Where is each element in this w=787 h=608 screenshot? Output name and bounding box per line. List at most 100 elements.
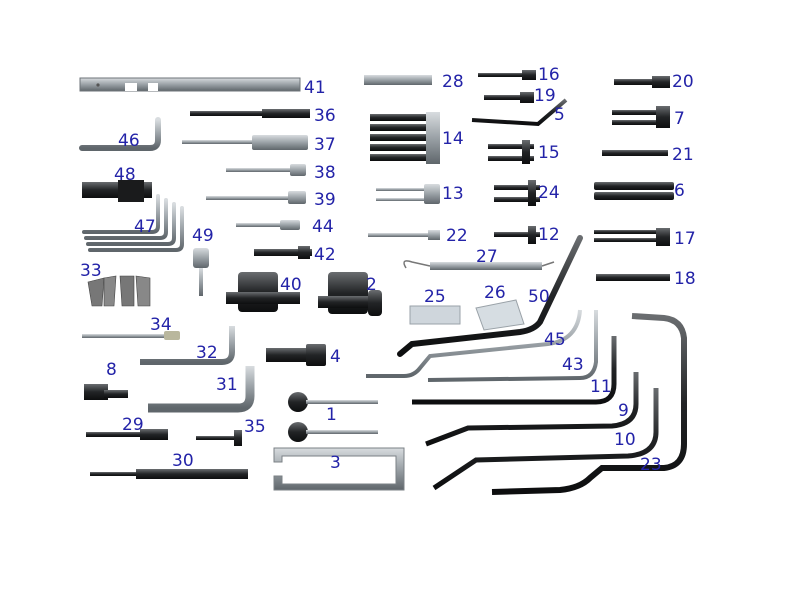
tool-31-l-bar — [148, 366, 255, 413]
label-9: 9 — [618, 401, 629, 421]
tool-10-bent-bar — [432, 388, 659, 491]
label-29: 29 — [122, 415, 144, 435]
label-27: 27 — [476, 247, 498, 267]
tool-13-pins — [376, 184, 440, 204]
label-43: 43 — [562, 355, 584, 375]
label-20: 20 — [672, 72, 694, 92]
tool-39-pin — [206, 191, 306, 204]
tool-12-pin — [494, 226, 540, 244]
tool-28-pin — [364, 75, 432, 85]
label-49: 49 — [192, 226, 214, 246]
tool-37-pin — [182, 135, 308, 150]
tool-15-pins — [488, 140, 534, 164]
label-36: 36 — [314, 106, 336, 126]
tool-43-bent-rod — [427, 310, 598, 382]
label-25: 25 — [424, 287, 446, 307]
tool-24-pins — [494, 180, 540, 206]
tool-21-pin — [602, 150, 668, 156]
tool-38-pin — [226, 164, 306, 176]
label-1: 1 — [326, 405, 337, 425]
tool-7-pins — [612, 106, 670, 128]
label-11: 11 — [590, 377, 612, 397]
tool-8-adapter — [84, 384, 128, 400]
tool-46-hex-key — [79, 117, 161, 151]
tool-30-punch — [90, 469, 248, 479]
tool-20-pin — [614, 76, 670, 88]
tool-49-gauge — [193, 248, 209, 296]
label-44: 44 — [312, 217, 334, 237]
label-10: 10 — [614, 430, 636, 450]
label-46: 46 — [118, 131, 140, 151]
part-labels: 41 36 37 46 38 48 39 47 44 49 42 33 40 2… — [80, 65, 696, 475]
tool-23-bent-bar — [491, 313, 687, 495]
label-5: 5 — [554, 105, 565, 125]
tool-40-cam-lock — [226, 272, 300, 312]
tool-5-bent-pin — [471, 98, 568, 127]
tool-26-plate — [475, 299, 525, 331]
label-26: 26 — [484, 283, 506, 303]
tool-44-pin — [236, 220, 300, 230]
tool-11-bent-bar — [412, 336, 617, 405]
label-38: 38 — [314, 163, 336, 183]
tool-42-pin — [254, 246, 312, 259]
tool-17-pins — [594, 228, 670, 246]
label-47: 47 — [134, 217, 156, 237]
tool-47-hex-key-set — [82, 194, 184, 252]
label-34: 34 — [150, 315, 172, 335]
label-21: 21 — [672, 145, 694, 165]
label-39: 39 — [314, 190, 336, 210]
label-31: 31 — [216, 375, 238, 395]
tool-3-bracket — [273, 447, 405, 491]
label-48: 48 — [114, 165, 136, 185]
label-22: 22 — [446, 226, 468, 246]
label-30: 30 — [172, 451, 194, 471]
label-18: 18 — [674, 269, 696, 289]
label-24: 24 — [538, 183, 560, 203]
tool-16-pin — [478, 70, 536, 80]
tool-45-bent-rod — [366, 309, 582, 378]
label-8: 8 — [106, 360, 117, 380]
label-42: 42 — [314, 245, 336, 265]
label-37: 37 — [314, 135, 336, 155]
tool-33-feeler-set — [87, 275, 151, 307]
label-17: 17 — [674, 229, 696, 249]
label-4: 4 — [330, 347, 341, 367]
tool-19-pin — [484, 92, 534, 103]
tool-6-sleeves — [594, 182, 674, 200]
tool-18-pin — [596, 274, 670, 281]
label-28: 28 — [442, 72, 464, 92]
tool-27-spring — [403, 260, 555, 270]
label-3: 3 — [330, 453, 341, 473]
label-7: 7 — [674, 109, 685, 129]
label-23: 23 — [640, 455, 662, 475]
tool-1-knob-pins — [288, 392, 378, 442]
label-13: 13 — [442, 184, 464, 204]
tool-25-plate — [409, 305, 461, 325]
label-33: 33 — [80, 261, 102, 281]
tool-29-pin — [86, 429, 168, 440]
label-2: 2 — [366, 275, 377, 295]
tool-50-bent-bar — [397, 235, 583, 357]
label-32: 32 — [196, 343, 218, 363]
tool-35-pin — [196, 430, 242, 446]
tool-22-pin — [368, 230, 440, 240]
label-14: 14 — [442, 129, 464, 149]
tool-9-bent-bar — [425, 372, 639, 447]
label-35: 35 — [244, 417, 266, 437]
label-50: 50 — [528, 287, 550, 307]
label-6: 6 — [674, 181, 685, 201]
tool-32-l-bar — [140, 326, 235, 365]
label-40: 40 — [280, 275, 302, 295]
tool-36-pin — [190, 109, 310, 118]
label-12: 12 — [538, 225, 560, 245]
label-45: 45 — [544, 330, 566, 350]
tool-48-holder — [82, 180, 152, 202]
label-41: 41 — [304, 78, 326, 98]
label-16: 16 — [538, 65, 560, 85]
tool-14-pin-set — [370, 112, 440, 164]
tool-4-adapter — [266, 344, 326, 366]
label-19: 19 — [534, 86, 556, 106]
tool-34-rod — [82, 331, 180, 340]
tool-2-cam-lock — [318, 272, 382, 316]
